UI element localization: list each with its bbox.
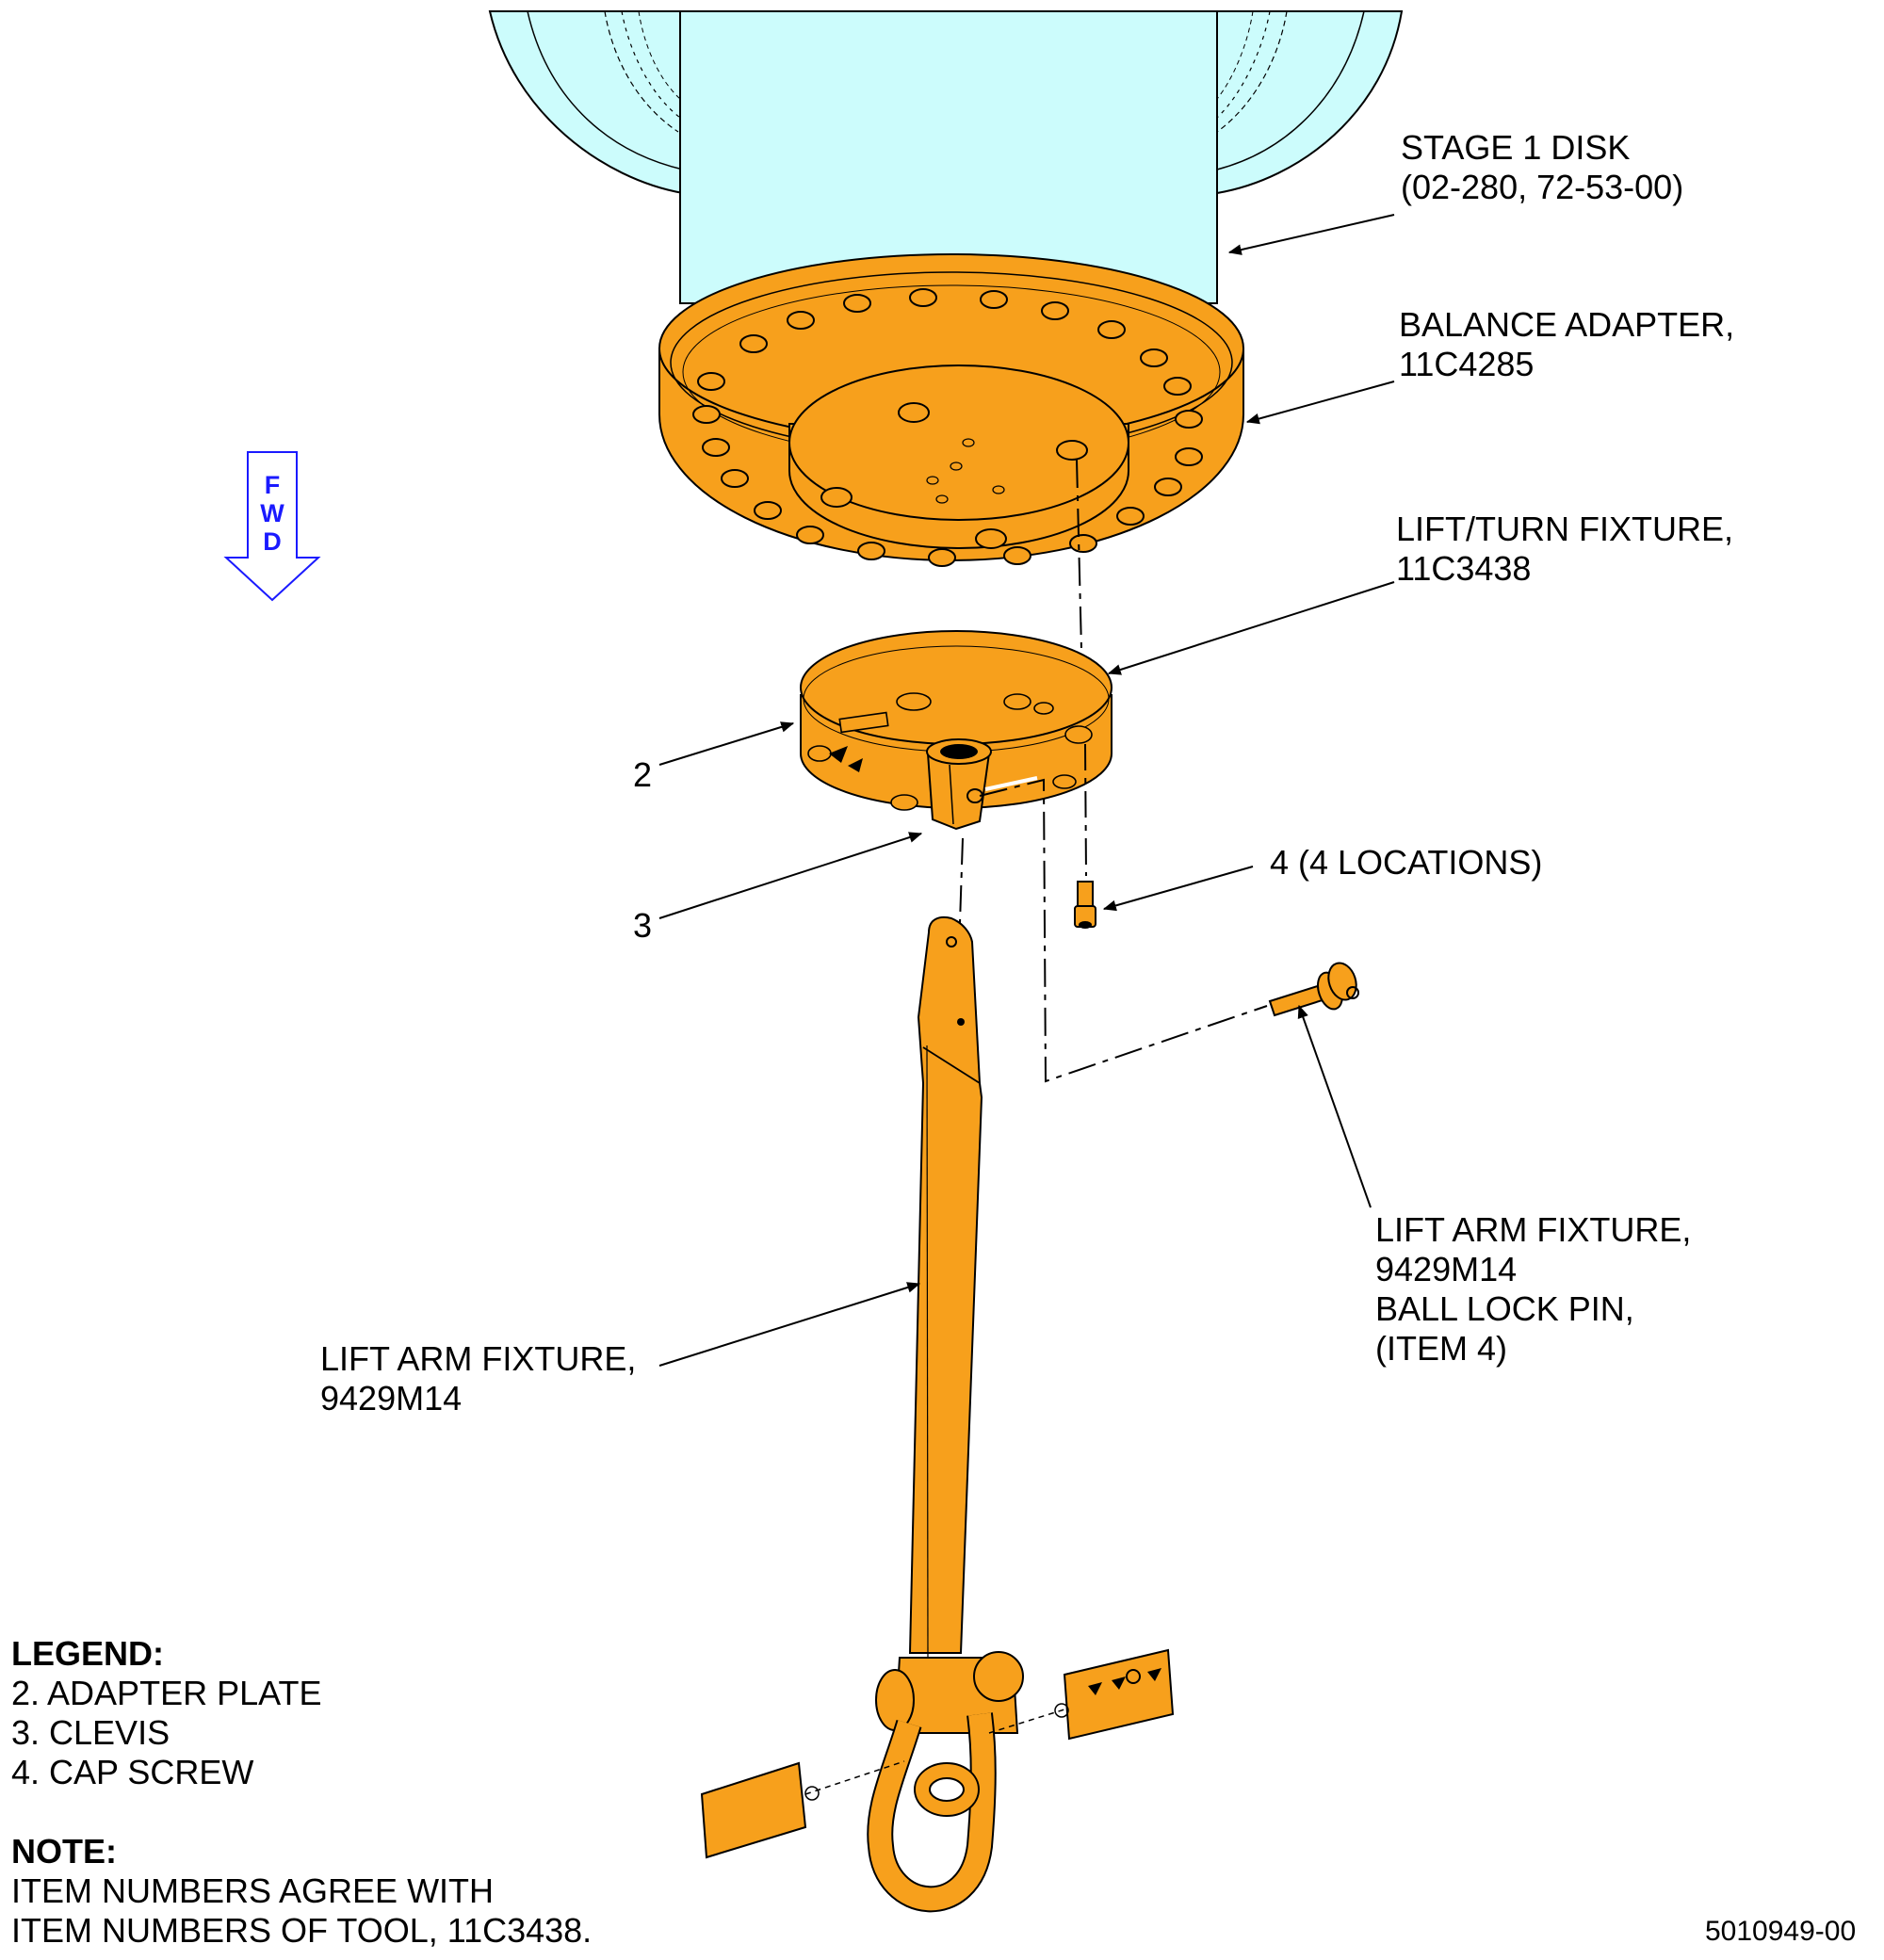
callout-ball-lock-pin: LIFT ARM FIXTURE, 9429M14 BALL LOCK PIN,… [1375, 1210, 1692, 1368]
legend-item: 2. ADAPTER PLATE [11, 1674, 322, 1712]
fwd-letter: F [264, 471, 281, 499]
callout-stage1-disk: STAGE 1 DISK (02-280, 72-53-00) [1401, 128, 1684, 206]
leader-lines [658, 214, 1395, 1367]
stage-1-disk [488, 10, 1404, 304]
fwd-arrow-icon [223, 451, 321, 602]
ball-lock-pin [1268, 962, 1359, 1017]
cap-screw [1074, 881, 1096, 929]
callout-item-3: 3 [633, 906, 653, 945]
fwd-letter: D [263, 527, 282, 556]
note-title: NOTE: [11, 1832, 117, 1871]
fwd-letter: W [260, 499, 284, 527]
callout-item-4: 4 (4 LOCATIONS) [1270, 843, 1543, 882]
callout-lift-arm-fixture: LIFT ARM FIXTURE, 9429M14 [320, 1339, 637, 1417]
figure-id: 5010949-00 [1705, 1916, 1857, 1947]
callout-item-2: 2 [633, 755, 653, 794]
callout-lift-turn-fixture: LIFT/TURN FIXTURE, 11C3438 [1396, 510, 1733, 588]
balance-adapter [658, 253, 1244, 567]
callout-balance-adapter: BALANCE ADAPTER, 11C4285 [1399, 305, 1735, 383]
legend-item: 3. CLEVIS [11, 1713, 171, 1752]
legend: LEGEND: 2. ADAPTER PLATE 3. CLEVIS 4. CA… [11, 1634, 321, 1792]
clevis [926, 738, 992, 831]
note-line: ITEM NUMBERS OF TOOL, 11C3438. [11, 1911, 593, 1950]
legend-title: LEGEND: [11, 1634, 164, 1673]
note-line: ITEM NUMBERS AGREE WITH [11, 1871, 495, 1910]
note: NOTE: ITEM NUMBERS AGREE WITH ITEM NUMBE… [11, 1832, 592, 1951]
legend-item: 4. CAP SCREW [11, 1753, 254, 1791]
lift-arm-fixture [700, 915, 1175, 1913]
